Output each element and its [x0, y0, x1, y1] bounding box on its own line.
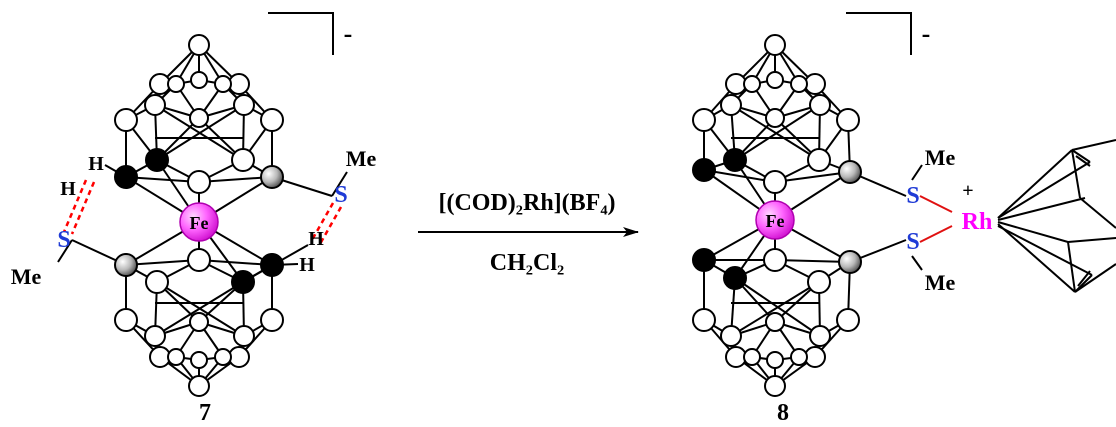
charge-label-8: - — [922, 19, 931, 48]
compound-8: Fe S S Me Me Rh + - 8 — [692, 12, 1116, 426]
h-right-lower-label: H — [299, 254, 315, 276]
compound-number-8: 8 — [777, 400, 789, 426]
solvent-label: CH₂Cl₂ — [490, 250, 564, 276]
sulfur-bottom-label-8: S — [906, 229, 919, 255]
carbon-atoms-7 — [114, 148, 284, 294]
boron-substituted-atoms-8 — [838, 160, 862, 274]
cage-atoms-7 — [114, 34, 284, 397]
methyl-top-label-8: Me — [925, 145, 956, 170]
rhodium-charge-label: + — [962, 180, 973, 202]
iron-atom-7 — [179, 202, 219, 242]
h-right-upper-label: H — [308, 228, 324, 250]
charge-label-7: - — [344, 19, 353, 48]
iron-atom-8 — [755, 200, 795, 240]
compound-7: Fe H H H H S S Me Me - 7 — [11, 12, 377, 426]
iron-label-7: Fe — [190, 213, 209, 233]
iron-label-8: Fe — [766, 211, 785, 231]
rhodium-label: Rh — [962, 209, 993, 235]
hydrogen-bonds-7 — [62, 179, 343, 245]
reagent-label: [(COD)₂Rh](BF₄) — [438, 190, 615, 216]
boron-substituted-atoms-7 — [114, 165, 284, 277]
cage-atoms-8 — [692, 34, 860, 397]
h-left-top-label: H — [88, 153, 104, 175]
charge-bracket-7 — [268, 12, 334, 55]
methyl-left-label: Me — [11, 264, 42, 289]
sulfur-right-label: S — [334, 182, 347, 208]
methyl-right-label: Me — [346, 146, 377, 171]
carbon-atoms-8 — [692, 148, 747, 290]
sulfur-left-label: S — [57, 227, 70, 253]
h-left-bottom-label: H — [60, 178, 76, 200]
compound-number-7: 7 — [199, 400, 211, 426]
sulfur-top-label-8: S — [906, 183, 919, 209]
charge-bracket-8 — [846, 12, 912, 55]
methyl-bottom-label-8: Me — [925, 270, 956, 295]
cod-ligand — [997, 139, 1116, 293]
s-rh-bonds — [919, 195, 953, 243]
